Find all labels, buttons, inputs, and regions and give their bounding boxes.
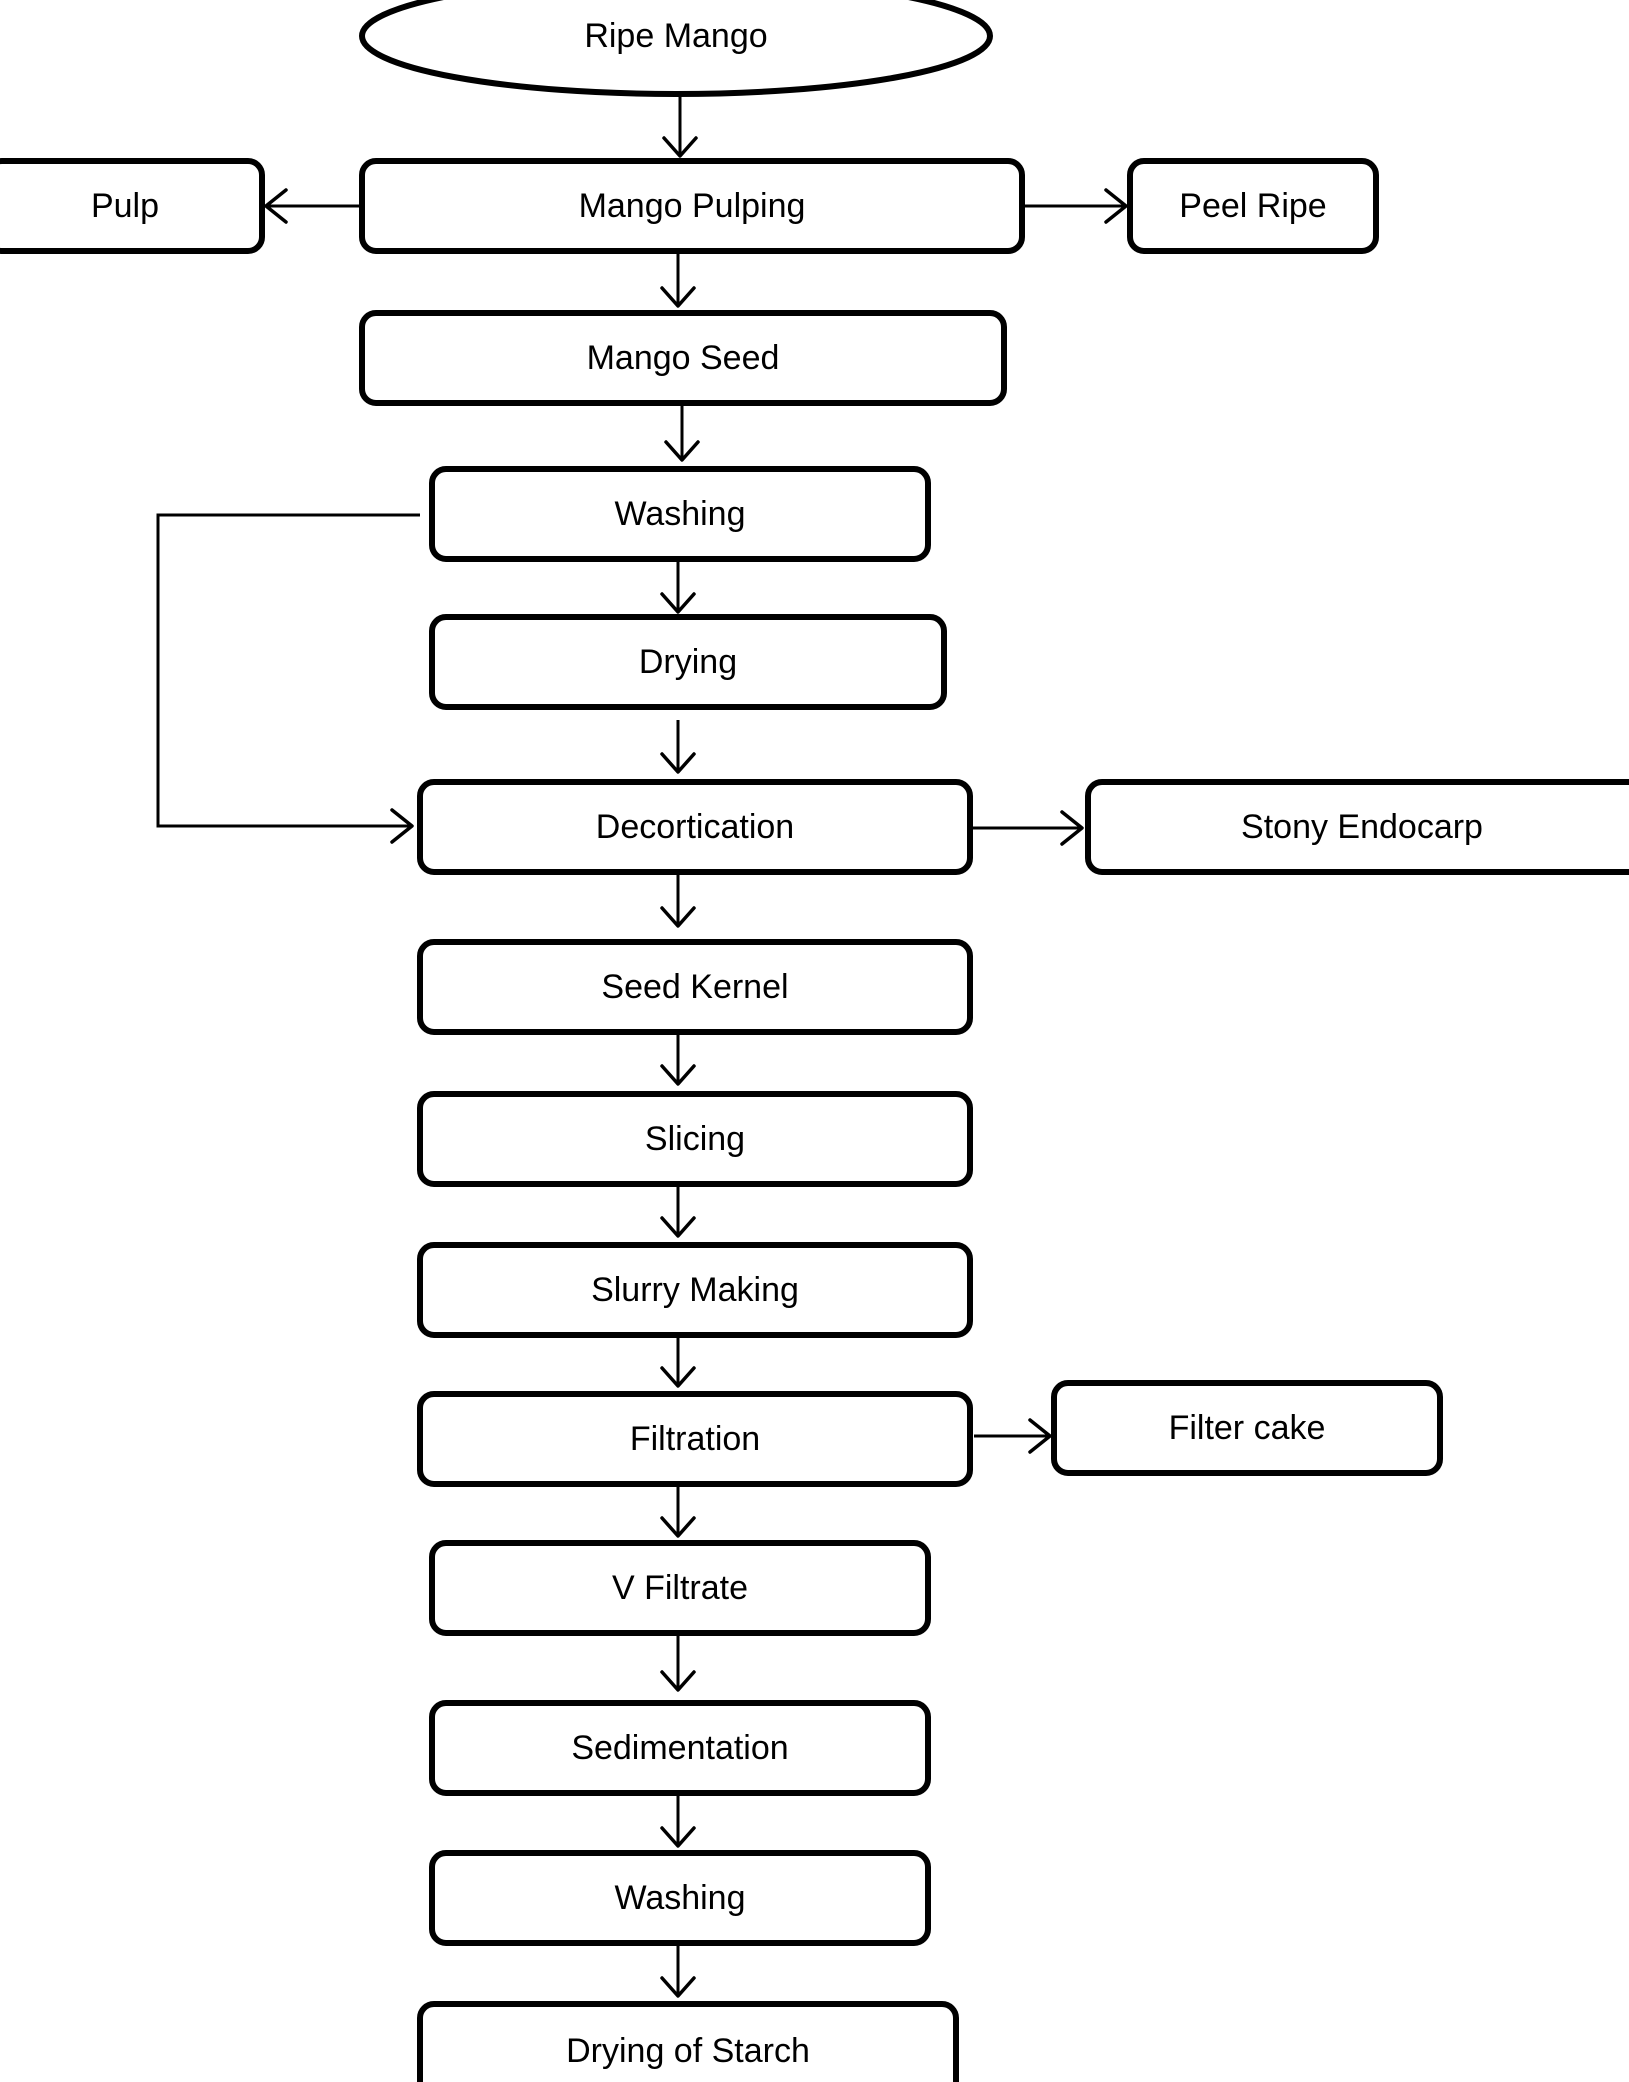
node-washing-2: Washing xyxy=(429,1850,931,1946)
edge-washing-to-drying xyxy=(660,560,696,614)
node-slicing: Slicing xyxy=(417,1091,973,1187)
edge-mango-pulping-to-peel-ripe xyxy=(1022,188,1128,224)
node-peel-ripe: Peel Ripe xyxy=(1127,158,1379,254)
node-label: Washing xyxy=(614,495,745,533)
node-decortication: Decortication xyxy=(417,779,973,875)
node-label: V Filtrate xyxy=(612,1569,748,1607)
node-pulp: Pulp xyxy=(0,158,265,254)
edge-ripe-mango-to-mango-pulping xyxy=(662,96,698,158)
edge-decortication-to-seed-kernel xyxy=(660,874,696,928)
edge-washing-bypass-to-decortication xyxy=(156,513,420,844)
edge-mango-pulping-to-mango-seed xyxy=(660,252,696,308)
node-drying: Drying xyxy=(429,614,947,710)
edge-v-filtrate-to-sedimentation xyxy=(660,1636,696,1692)
edge-mango-pulping-to-pulp xyxy=(264,188,360,224)
edge-filtration-to-v-filtrate xyxy=(660,1486,696,1538)
edge-seed-kernel-to-slicing xyxy=(660,1034,696,1086)
node-label: Filtration xyxy=(630,1420,760,1458)
node-label: Sedimentation xyxy=(571,1729,788,1767)
node-label: Drying of Starch xyxy=(566,2032,810,2070)
edge-slicing-to-slurry-making xyxy=(660,1186,696,1238)
connectors xyxy=(156,96,1128,1998)
node-label: Mango Pulping xyxy=(579,187,806,225)
edge-slurry-making-to-filtration xyxy=(660,1336,696,1388)
node-stony-endocarp: Stony Endocarp xyxy=(1085,779,1629,875)
edge-sedimentation-to-washing xyxy=(660,1796,696,1848)
node-label: Filter cake xyxy=(1169,1409,1326,1447)
node-mango-pulping: Mango Pulping xyxy=(359,158,1025,254)
node-drying-of-starch: Drying of Starch xyxy=(417,2001,959,2082)
node-label: Pulp xyxy=(91,187,159,225)
node-seed-kernel: Seed Kernel xyxy=(417,939,973,1035)
edge-drying-to-decortication xyxy=(660,720,696,774)
node-label: Seed Kernel xyxy=(601,968,788,1006)
node-label: Mango Seed xyxy=(587,339,780,377)
node-label: Washing xyxy=(614,1879,745,1917)
node-filtration: Filtration xyxy=(417,1391,973,1487)
node-mango-seed: Mango Seed xyxy=(359,310,1007,406)
node-label: Slurry Making xyxy=(591,1271,799,1309)
node-filter-cake: Filter cake xyxy=(1051,1380,1443,1476)
edge-decortication-to-stony-endocarp xyxy=(970,810,1084,846)
node-label: Decortication xyxy=(596,808,794,846)
node-ripe-mango: Ripe Mango xyxy=(359,0,993,97)
edge-mango-seed-to-washing xyxy=(664,404,700,462)
node-label: Drying xyxy=(639,643,737,681)
node-slurry-making: Slurry Making xyxy=(417,1242,973,1338)
node-sedimentation: Sedimentation xyxy=(429,1700,931,1796)
node-label: Ripe Mango xyxy=(584,17,767,55)
edge-filtration-to-filter-cake xyxy=(974,1418,1052,1454)
edge-washing-to-drying-of-starch xyxy=(660,1944,696,1998)
node-v-filtrate: V Filtrate xyxy=(429,1540,931,1636)
node-label: Peel Ripe xyxy=(1179,187,1326,225)
node-washing-1: Washing xyxy=(429,466,931,562)
node-label: Slicing xyxy=(645,1120,745,1158)
node-label: Stony Endocarp xyxy=(1241,808,1483,846)
